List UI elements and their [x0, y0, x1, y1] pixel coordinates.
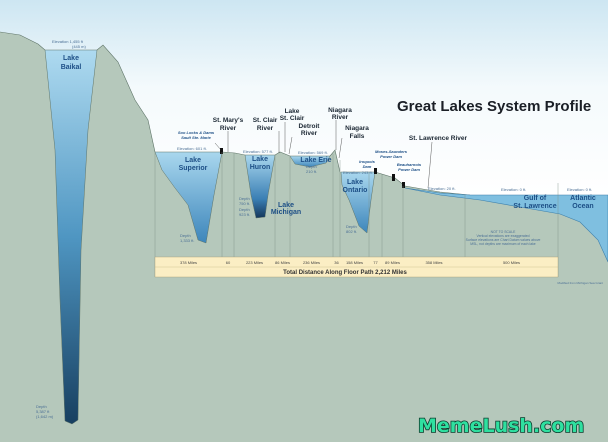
lake-baikal-label-2: Baikal: [61, 64, 82, 71]
lake-ontario-label-2: Ontario: [343, 187, 368, 194]
lake-huron-label-2: Huron: [250, 164, 271, 171]
st-marys-river-label-2: River: [220, 125, 237, 132]
distance-segment-label: 500 Miles: [503, 260, 520, 265]
superior-elevation: Elevation: 601 ft.: [177, 146, 207, 151]
distance-segment-label: 158 Miles: [346, 260, 363, 265]
lake-michigan-label: Lake: [278, 202, 294, 209]
distance-segment-label: 89 Miles: [385, 260, 400, 265]
distance-segment-label: 60: [226, 260, 231, 265]
gulf-label: Gulf of: [524, 195, 547, 202]
distance-segment-label: 36: [334, 260, 339, 265]
watermark-logo: MemeLush.com: [418, 415, 584, 437]
soo-locks-label-2: Sault Ste. Marie: [181, 135, 212, 140]
lake-michigan-label-2: Michigan: [271, 209, 301, 216]
total-distance-label: Total Distance Along Floor Path 2,212 Mi…: [283, 270, 407, 276]
lake-huron-label: Lake: [252, 156, 268, 163]
st-marys-river-label: St. Mary's: [213, 117, 244, 124]
st-lawrence-elevation: Elevation: 20 ft.: [428, 186, 456, 191]
distance-segment-label: 77: [373, 260, 378, 265]
dams: [220, 148, 405, 188]
huron-depth-ft: 750 ft.: [239, 201, 250, 206]
lake-st-clair-label: Lake: [285, 108, 300, 115]
baikal-elevation-m: (445 m): [72, 44, 86, 49]
credit-text: Modified from Michigan Sea Grant: [557, 281, 603, 285]
pointer-lines: [214, 120, 433, 189]
svg-text:Vertical elevations are exagge: Vertical elevations are exaggerated: [477, 234, 530, 238]
moses-saunders-dam-label: Moses-Saunders: [375, 149, 408, 154]
terrain-outline: [0, 31, 471, 196]
svg-text:Surface elevations are Chart D: Surface elevations are Chart Datum value…: [466, 238, 541, 242]
lake-superior-label: Lake: [185, 157, 201, 164]
soo-locks-label: Soo Locks & Dams: [178, 130, 215, 135]
ontario-elevation: Elevation: 243 ft.: [343, 170, 373, 175]
gulf-label-2: St. Lawrence: [513, 203, 556, 210]
niagara-river-label-2: River: [332, 114, 349, 121]
distance-segment-label: 358 Miles: [425, 260, 442, 265]
iroquois-dam-label: Iroquois: [359, 159, 376, 164]
erie-elevation: Elevation: 569 ft.: [298, 150, 328, 155]
lake-baikal-water: [44, 49, 98, 425]
st-lawrence-river-label: St. Lawrence River: [409, 135, 468, 142]
atlantic-label-2: Ocean: [572, 203, 593, 210]
baikal-depth-ft: 5,387 ft: [36, 409, 50, 414]
lake-ontario-label: Lake: [347, 179, 363, 186]
distance-segment-label: 236 Miles: [303, 260, 320, 265]
st-clair-river-label-2: River: [257, 125, 274, 132]
sky: [0, 0, 608, 195]
baikal-elevation: Elevation 1,455 ft: [52, 39, 84, 44]
lake-erie-label: Lake Erie: [300, 157, 331, 164]
diagram-title: Great Lakes System Profile: [397, 98, 591, 115]
niagara-falls-label: Niagara: [345, 125, 369, 132]
huron-elevation: Elevation: 577 ft.: [243, 149, 273, 154]
ontario-depth-ft: 802 ft.: [346, 229, 357, 234]
huron-depth: Depth: [239, 196, 250, 201]
baikal-depth-m: (1,642 m): [36, 414, 54, 419]
moses-saunders-dam-label-2: Power Dam: [380, 154, 402, 159]
ontario-depth: Depth: [346, 224, 357, 229]
lake-superior-label-2: Superior: [179, 165, 208, 172]
baikal-depth: Depth: [36, 404, 47, 409]
atlantic-label: Atlantic: [570, 195, 596, 202]
distance-segment-label: 223 Miles: [246, 260, 263, 265]
lake-baikal-label: Lake: [63, 55, 79, 62]
iroquois-dam-label-2: Dam: [363, 164, 372, 169]
atlantic-elevation: Elevation: 0 ft.: [567, 187, 592, 192]
erie-depth: Depth: [306, 164, 317, 169]
lake-superior-water: [154, 151, 223, 244]
lake-erie-water: [289, 155, 331, 168]
section-dividers: [154, 152, 559, 277]
superior-depth: Depth: [180, 233, 191, 238]
superior-depth-ft: 1,333 ft.: [180, 238, 194, 243]
distance-segments: 378 Miles 60 223 Miles 86 Miles 236 Miles 36 1…: [180, 260, 520, 265]
erie-depth-ft: 210 ft.: [306, 169, 317, 174]
st-clair-river-label: St. Clair: [253, 117, 278, 124]
michigan-depth-ft: 923 ft.: [239, 212, 250, 217]
beauharnois-dam-label: Beauharnois: [397, 162, 422, 167]
distance-segment-label: 86 Miles: [275, 260, 290, 265]
distance-segment-label: 378 Miles: [180, 260, 197, 265]
lake-st-clair-label-2: St. Clair: [280, 115, 305, 122]
svg-text:NOT TO SCALE: NOT TO SCALE: [491, 230, 516, 234]
gulf-elevation: Elevation: 0 ft.: [501, 187, 526, 192]
niagara-falls-label-2: Falls: [350, 133, 365, 140]
detroit-river-label: Detroit: [299, 123, 321, 130]
beauharnois-dam-label-2: Power Dam: [398, 167, 420, 172]
michigan-depth: Depth: [239, 207, 250, 212]
ocean-water: [404, 187, 608, 263]
niagara-river-label: Niagara: [328, 107, 352, 114]
lake-ontario-water: [340, 171, 376, 234]
detroit-river-label-2: River: [301, 130, 318, 137]
scale-note: NOT TO SCALE Vertical elevations are exa…: [466, 230, 541, 246]
svg-text:MSL, not depths are maximum of: MSL, not depths are maximum of each lake: [470, 242, 536, 246]
